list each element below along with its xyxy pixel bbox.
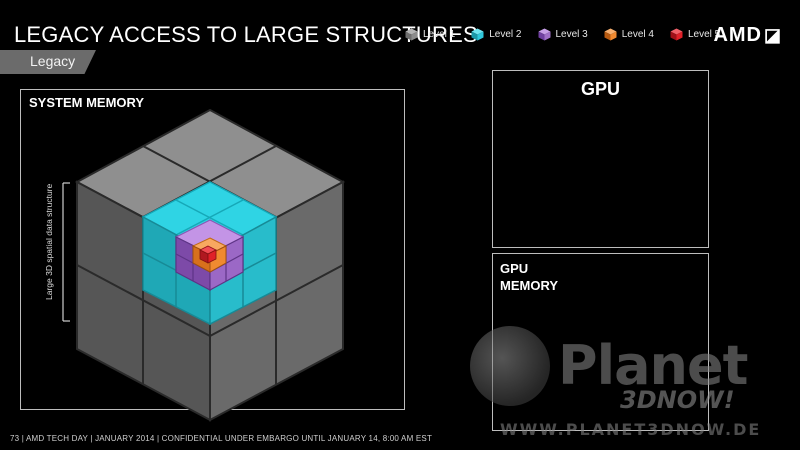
legend-label: Level 4: [621, 29, 654, 40]
cube-icon: [471, 28, 484, 41]
watermark-url: WWW.PLANET3DNOW.DE: [500, 420, 762, 439]
legend: Level 1 Level 2 Level 3 Level 4 Leve: [405, 28, 720, 41]
gpu-label: GPU: [580, 79, 620, 99]
gpu-box: GPU: [492, 70, 709, 248]
cube-icon: [670, 28, 683, 41]
cube-icon: [604, 28, 617, 41]
legend-label: Level 3: [555, 29, 588, 40]
legend-label: Level 5: [688, 29, 721, 40]
cube-icon: [405, 28, 418, 41]
gpu-memory-label: GPU MEMORY: [500, 261, 559, 293]
axis-label-text: Large 3D spatial data structure: [44, 183, 54, 300]
legend-label: Level 2: [489, 29, 522, 40]
legend-item-level-4: Level 4: [604, 28, 654, 41]
watermark-brand-sub: 3DNOW!: [620, 386, 735, 414]
watermark-brand: Planet: [558, 334, 748, 397]
logo-text: AMD: [713, 24, 762, 46]
legend-item-level-5: Level 5: [670, 28, 720, 41]
slide-footer: 73 | AMD TECH DAY | JANUARY 2014 | CONFI…: [10, 434, 433, 443]
legend-label: Level 1: [423, 29, 456, 40]
legend-item-level-2: Level 2: [471, 28, 522, 41]
slide-title: LEGACY ACCESS TO LARGE STRUCTURES: [14, 22, 478, 47]
section-tab-label: Legacy: [30, 53, 76, 69]
legend-item-level-3: Level 3: [538, 28, 588, 41]
level-5-cubes: [199, 245, 217, 264]
cube-icon: [538, 28, 550, 41]
amd-arrow-icon: ◪: [763, 25, 782, 45]
amd-logo: AMD ◪: [713, 24, 782, 47]
planet-logo-icon: [470, 326, 550, 406]
legend-item-level-1: Level 1: [405, 28, 455, 41]
size-bracket: [62, 182, 70, 322]
watermark: Planet 3DNOW! WWW.PLANET3DNOW.DE: [470, 320, 790, 440]
system-memory-label: SYSTEM MEMORY: [29, 95, 145, 110]
section-tab: Legacy: [0, 50, 96, 74]
